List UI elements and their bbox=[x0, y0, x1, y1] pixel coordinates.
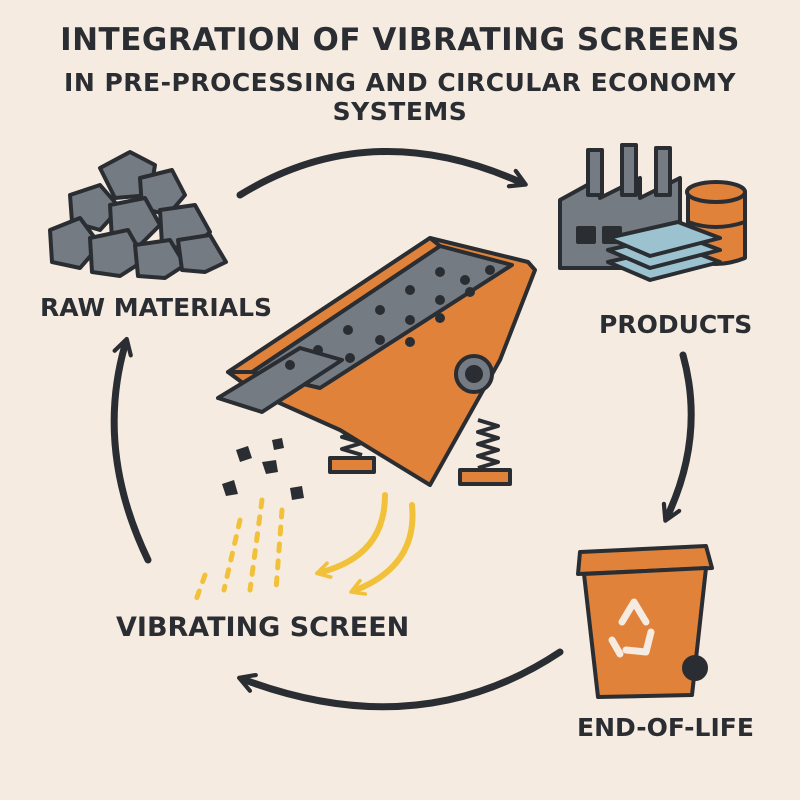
title-line-1: INTEGRATION OF VIBRATING SCREENS bbox=[60, 22, 740, 58]
rock-pile-icon bbox=[48, 150, 228, 280]
arrow-products-to-end-of-life bbox=[661, 351, 695, 523]
title-line-2: IN PRE-PROCESSING AND CIRCULAR ECONOMY S… bbox=[64, 68, 736, 126]
label-raw-materials: RAW MATERIALS bbox=[40, 293, 273, 322]
yellow-flow-arrows bbox=[314, 492, 416, 596]
label-end-of-life: END-OF-LIFE bbox=[577, 713, 754, 742]
cycle-arrows bbox=[110, 147, 695, 711]
factory-icon bbox=[558, 143, 747, 282]
label-vibrating-screen: VIBRATING SCREEN bbox=[116, 612, 410, 643]
falling-fine-particles bbox=[193, 497, 285, 603]
falling-coarse-particles bbox=[222, 438, 304, 500]
arrow-raw-to-products bbox=[236, 147, 528, 199]
recycle-bin-icon bbox=[576, 544, 714, 699]
arrow-screen-to-raw bbox=[110, 336, 152, 564]
label-products: PRODUCTS bbox=[599, 310, 753, 339]
vibrating-screen-icon bbox=[216, 236, 537, 487]
arrow-end-of-life-to-screen bbox=[236, 648, 564, 711]
